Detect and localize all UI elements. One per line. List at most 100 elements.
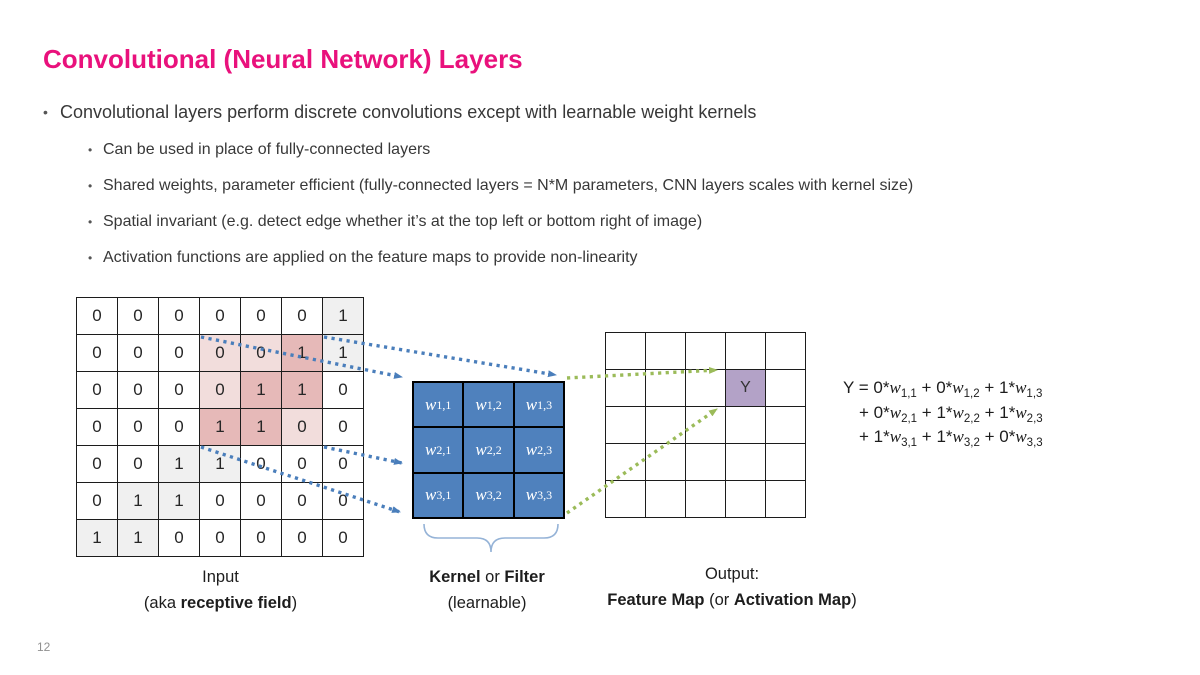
sub-bullet: • Spatial invariant (e.g. detect edge whe…	[88, 213, 913, 233]
bullet-main-text: Convolutional layers perform discrete co…	[60, 102, 757, 122]
slide-title: Convolutional (Neural Network) Layers	[43, 44, 523, 74]
input-cell: 1	[323, 298, 364, 335]
bullet-dot-icon: •	[88, 251, 93, 265]
input-cell: 0	[200, 335, 241, 372]
input-cell: 0	[77, 335, 118, 372]
input-cell: 0	[241, 483, 282, 520]
sub-bullet-text: Shared weights, parameter efficient (ful…	[103, 177, 914, 194]
kernel-caption: Kernel or Filter (learnable)	[387, 564, 587, 616]
input-cell: 0	[77, 372, 118, 409]
output-cell	[606, 481, 646, 518]
input-cell: 0	[282, 483, 323, 520]
equation-line: + 0*w2,1 + 1*w2,2 + 1*w2,3	[859, 402, 1043, 425]
sub-bullet-text: Spatial invariant (e.g. detect edge whet…	[103, 213, 703, 230]
sub-bullet: • Shared weights, parameter efficient (fu…	[88, 177, 913, 197]
page-number: 12	[37, 640, 51, 654]
output-caption: Output: Feature Map (or Activation Map)	[567, 561, 897, 613]
output-cell	[686, 481, 726, 518]
bullet-dot-icon: •	[88, 179, 93, 193]
input-cell: 0	[77, 483, 118, 520]
input-cell: 1	[118, 520, 159, 557]
input-cell: 0	[200, 483, 241, 520]
input-cell: 0	[118, 372, 159, 409]
output-cell	[646, 444, 686, 481]
input-cell: 0	[323, 520, 364, 557]
output-caption-line2: Feature Map (or Activation Map)	[607, 591, 857, 609]
output-caption-line1: Output:	[704, 565, 760, 583]
sub-bullet-text: Can be used in place of fully-connected …	[103, 141, 431, 158]
output-cell	[606, 407, 646, 444]
bullet-dot-icon: •	[88, 143, 93, 157]
input-caption: Input (aka receptive field)	[77, 564, 364, 616]
input-cell: 0	[323, 372, 364, 409]
input-cell: 0	[323, 446, 364, 483]
output-cell	[646, 481, 686, 518]
output-cell	[686, 407, 726, 444]
input-cell: 0	[159, 372, 200, 409]
equation-line: + 1*w3,1 + 1*w3,2 + 0*w3,3	[859, 427, 1043, 449]
output-cell	[766, 444, 806, 481]
input-cell: 0	[241, 520, 282, 557]
input-cell: 0	[241, 335, 282, 372]
output-cell	[686, 370, 726, 407]
kernel-caption-line1: Kernel or Filter	[429, 568, 545, 586]
bullet-main: • Convolutional layers perform discrete …	[43, 102, 756, 123]
output-highlight-cell: Y	[726, 370, 766, 407]
output-cell	[726, 333, 766, 370]
output-cell	[726, 444, 766, 481]
input-cell: 1	[200, 409, 241, 446]
input-cell: 0	[159, 335, 200, 372]
sub-bullet-text: Activation functions are applied on the …	[103, 249, 638, 266]
sub-bullet: • Activation functions are applied on the…	[88, 249, 913, 269]
input-cell: 0	[159, 520, 200, 557]
equation-line: Y = 0*w1,1 + 0*w1,2 + 1*w1,3	[843, 378, 1043, 400]
output-cell	[646, 370, 686, 407]
input-caption-line1: Input	[202, 568, 239, 586]
input-cell: 0	[282, 520, 323, 557]
input-cell: 1	[159, 446, 200, 483]
output-cell	[686, 444, 726, 481]
sub-bullet-list: • Can be used in place of fully-connected…	[88, 141, 913, 285]
output-cell	[606, 333, 646, 370]
input-cell: 0	[118, 298, 159, 335]
sub-bullet: • Can be used in place of fully-connected…	[88, 141, 913, 161]
convolution-equation: Y = 0*w1,1 + 0*w1,2 + 1*w1,3+ 0*w2,1 + 1…	[843, 376, 1043, 450]
output-grid: Y	[605, 332, 806, 518]
output-cell	[686, 333, 726, 370]
output-cell	[766, 370, 806, 407]
input-cell: 0	[159, 409, 200, 446]
input-cell: 0	[118, 335, 159, 372]
input-cell: 1	[282, 372, 323, 409]
bullet-dot-icon: •	[88, 215, 93, 229]
input-cell: 0	[77, 409, 118, 446]
input-cell: 0	[282, 409, 323, 446]
input-cell: 0	[159, 298, 200, 335]
output-cell	[766, 333, 806, 370]
input-cell: 1	[118, 483, 159, 520]
input-cell: 0	[77, 298, 118, 335]
output-cell	[646, 407, 686, 444]
input-caption-line2: (aka receptive field)	[143, 594, 298, 612]
input-cell: 0	[118, 446, 159, 483]
output-cell	[766, 481, 806, 518]
output-cell	[606, 444, 646, 481]
input-cell: 1	[323, 335, 364, 372]
input-cell: 1	[77, 520, 118, 557]
input-cell: 1	[159, 483, 200, 520]
input-cell: 0	[200, 298, 241, 335]
input-cell: 1	[241, 409, 282, 446]
output-cell	[766, 407, 806, 444]
kernel-caption-line2: (learnable)	[447, 594, 527, 612]
input-cell: 0	[323, 483, 364, 520]
input-cell: 0	[77, 446, 118, 483]
